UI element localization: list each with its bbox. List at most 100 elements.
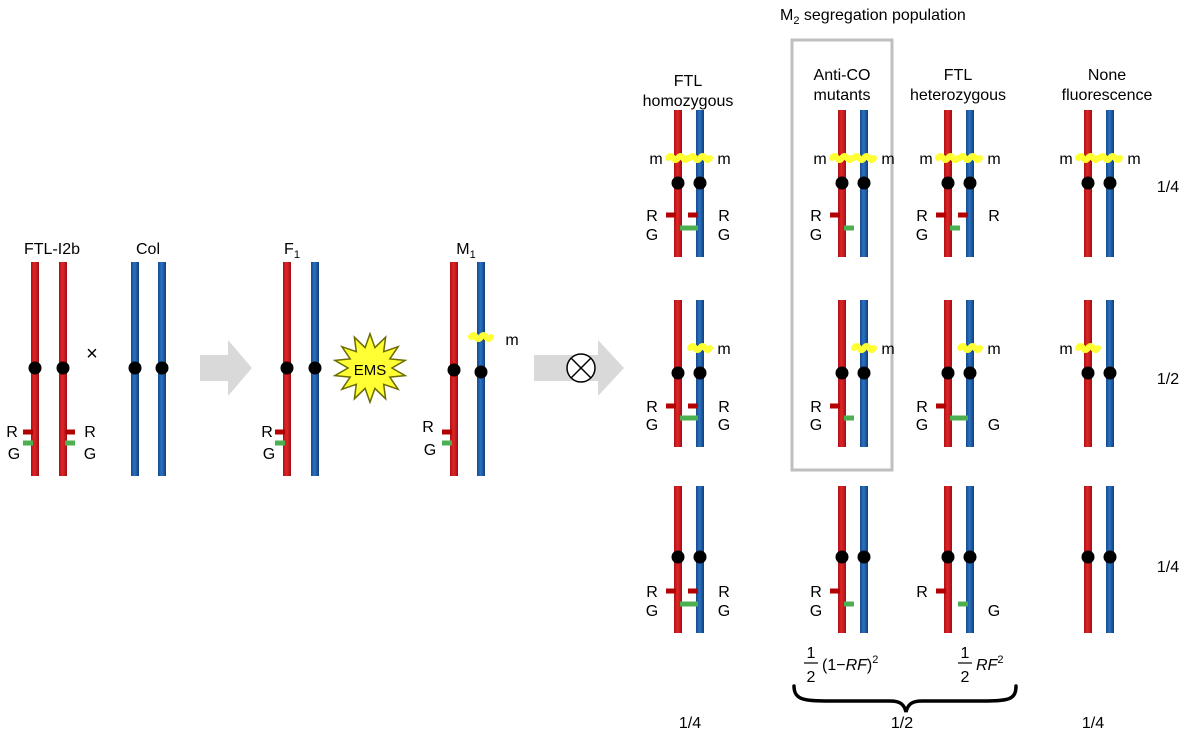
marker-label: G: [646, 603, 658, 620]
formula-anti-co: 1 2 (1−RF)2: [804, 645, 878, 686]
centromere: [1103, 550, 1117, 564]
centromere: [857, 176, 871, 190]
column-ratio-ftl-homozygous: 1/4: [679, 715, 701, 732]
g-marker: [680, 225, 690, 231]
r-marker: [275, 429, 285, 435]
arrow-to-f1: [200, 340, 252, 396]
m1-label: M1: [456, 241, 475, 261]
marker-label: m: [1059, 151, 1072, 168]
marker-label: R: [988, 208, 1000, 225]
centromere: [474, 365, 488, 379]
g-marker: [958, 415, 968, 421]
marker-label: R: [422, 419, 434, 436]
marker-label: R: [718, 208, 730, 225]
g-marker: [688, 415, 698, 421]
marker-label: R: [646, 399, 658, 416]
centromere: [155, 361, 169, 375]
marker-label: R: [261, 424, 273, 441]
marker-label: R: [810, 399, 822, 416]
centromere: [941, 550, 955, 564]
mutation-mark: [468, 332, 494, 342]
g-marker: [844, 601, 854, 607]
marker-label: m: [881, 341, 894, 358]
centromere: [857, 366, 871, 380]
marker-label: m: [881, 151, 894, 168]
marker-label: m: [987, 151, 1000, 168]
centromere: [693, 366, 707, 380]
marker-label: G: [424, 442, 436, 459]
g-marker: [442, 440, 452, 446]
marker-label: R: [916, 399, 928, 416]
centromere: [671, 366, 685, 380]
centromere: [671, 176, 685, 190]
centromere: [28, 361, 42, 375]
g-marker: [680, 601, 690, 607]
g-marker: [950, 415, 960, 421]
marker-label: R: [916, 208, 928, 225]
r-marker: [830, 212, 840, 218]
r-marker: [442, 429, 452, 435]
r-marker: [936, 212, 946, 218]
marker-label: R: [718, 584, 730, 601]
centromere: [1081, 366, 1095, 380]
anti-co-highlight-box: [790, 38, 894, 472]
r-marker: [830, 403, 840, 409]
centromere: [1103, 366, 1117, 380]
row-ratio-1: 1/4: [1157, 179, 1179, 196]
marker-label: G: [646, 417, 658, 434]
centromere: [835, 366, 849, 380]
svg-text:2: 2: [807, 669, 816, 686]
col-parent-label: Col: [136, 241, 160, 258]
centromere: [128, 361, 142, 375]
svg-text:(1−RF)2: (1−RF)2: [822, 654, 878, 674]
mutation-mark: [957, 343, 983, 353]
marker-label: G: [84, 446, 96, 463]
ems-starburst-icon: EMS: [332, 331, 408, 405]
g-marker: [680, 415, 690, 421]
marker-label: R: [810, 584, 822, 601]
mutation-mark: [957, 153, 983, 163]
centromere: [1081, 176, 1095, 190]
centromere: [280, 361, 294, 375]
mutation-mark: [829, 153, 855, 163]
r-marker: [666, 403, 676, 409]
r-marker: [688, 588, 698, 594]
centromere: [963, 366, 977, 380]
marker-label: m: [987, 341, 1000, 358]
mutation-mark: [1075, 153, 1101, 163]
column-ratio-combined: 1/2: [891, 715, 913, 732]
marker-label: m: [717, 341, 730, 358]
marker-label: m: [717, 151, 730, 168]
centromere: [835, 550, 849, 564]
mutation-mark: [851, 343, 877, 353]
centromere: [857, 550, 871, 564]
r-marker: [65, 429, 75, 435]
centromere: [693, 176, 707, 190]
centromere: [308, 361, 322, 375]
mutation-mark: [1075, 343, 1101, 353]
marker-label: G: [810, 603, 822, 620]
marker-label: R: [84, 424, 96, 441]
g-marker: [688, 601, 698, 607]
mutation-mark: [935, 153, 961, 163]
marker-label: R: [646, 584, 658, 601]
centromere: [835, 176, 849, 190]
marker-label: m: [505, 332, 518, 349]
g-marker: [275, 440, 285, 446]
mutation-mark: [665, 153, 691, 163]
population-title: M2 segregation population: [780, 7, 966, 27]
r-marker: [830, 588, 840, 594]
mutation-mark: [851, 153, 877, 163]
svg-text:1: 1: [961, 645, 970, 662]
marker-label: G: [916, 417, 928, 434]
marker-label: G: [810, 227, 822, 244]
r-marker: [666, 588, 676, 594]
marker-label: R: [718, 399, 730, 416]
marker-label: G: [718, 417, 730, 434]
marker-label: m: [1127, 151, 1140, 168]
